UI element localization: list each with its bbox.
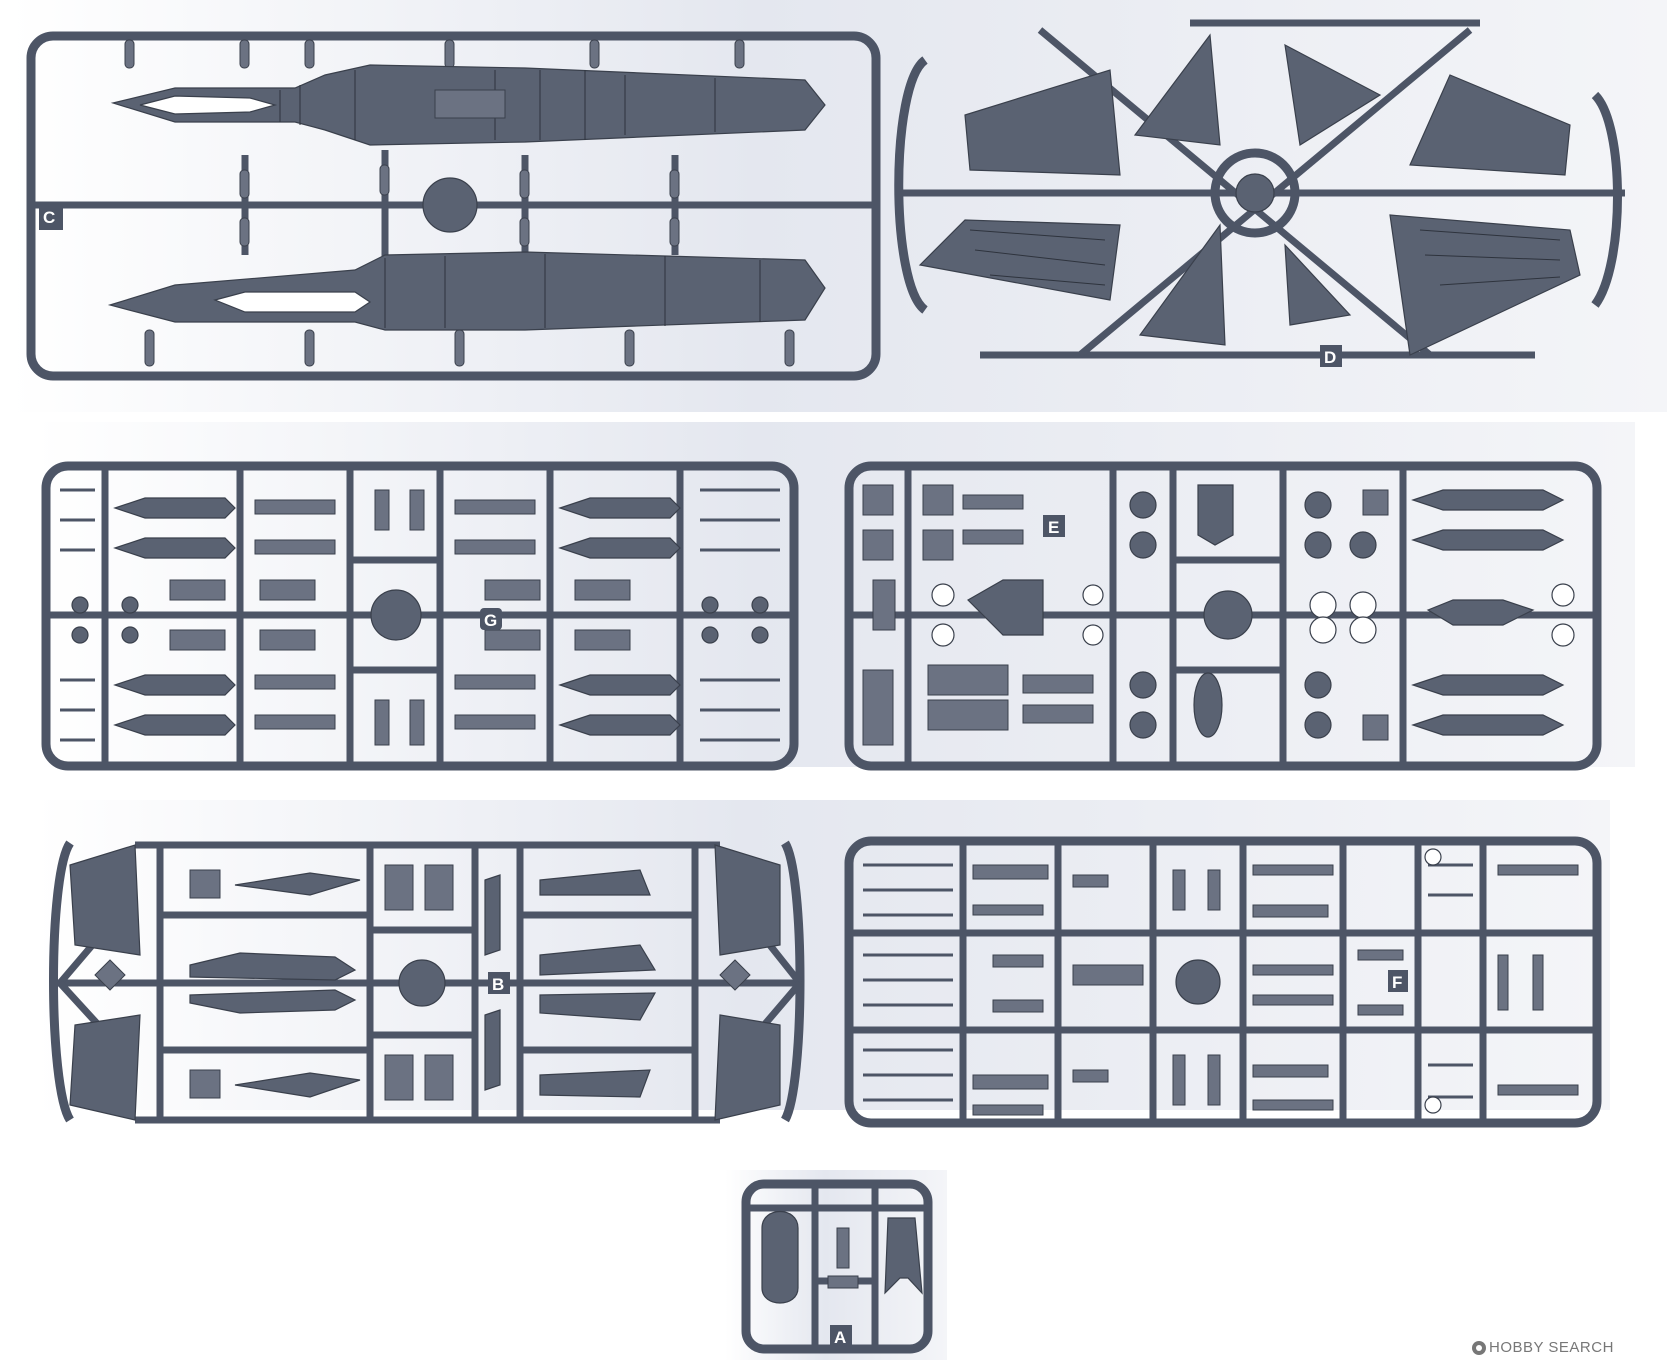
sprue-g: G (41, 461, 799, 771)
sprue-c: C (26, 31, 881, 381)
hobby-search-watermark: HOBBY SEARCH (1472, 1339, 1614, 1356)
sprue-a: A (741, 1179, 933, 1354)
intake-ducts (189, 869, 657, 1098)
sprue-b-label: B (492, 975, 504, 994)
canopy (761, 1211, 799, 1304)
pylons (169, 489, 631, 746)
fuselage-lower-half (107, 251, 826, 331)
hobby-search-logo-icon (1472, 1340, 1486, 1355)
sprue-d: D (894, 19, 1625, 367)
cockpit-tub (967, 579, 1044, 636)
landing-gear-wheels (1129, 491, 1377, 739)
ejection-seat (1426, 599, 1535, 626)
sprue-c-label: C (43, 208, 55, 227)
sprue-e: E (844, 461, 1602, 771)
vertical-fins (69, 844, 781, 1121)
sprue-e-label: E (1048, 518, 1059, 537)
drop-tanks (113, 497, 681, 736)
tailplane-right-upper (1284, 43, 1382, 146)
sprue-g-label: G (484, 611, 497, 630)
canopy-frame (884, 1217, 923, 1295)
sprue-d-label: D (1324, 348, 1336, 367)
small-detail-parts (972, 864, 1579, 1116)
tailplane-left-lower (1138, 223, 1226, 346)
sprue-a-label: A (834, 1328, 846, 1347)
sprue-f: F (844, 836, 1602, 1128)
wing-right-upper (1409, 74, 1571, 176)
tailplane-right-lower (1284, 243, 1352, 326)
wing-left-upper (964, 69, 1121, 176)
fuel-tanks (1411, 489, 1565, 736)
watermark-text: HOBBY SEARCH (1489, 1339, 1614, 1356)
tailplane-left-upper (1133, 33, 1221, 146)
sprue-f-label: F (1392, 973, 1402, 992)
sprue-b: B (49, 840, 805, 1124)
wing-left-lower (918, 219, 1121, 301)
wing-right-lower (1389, 214, 1581, 356)
